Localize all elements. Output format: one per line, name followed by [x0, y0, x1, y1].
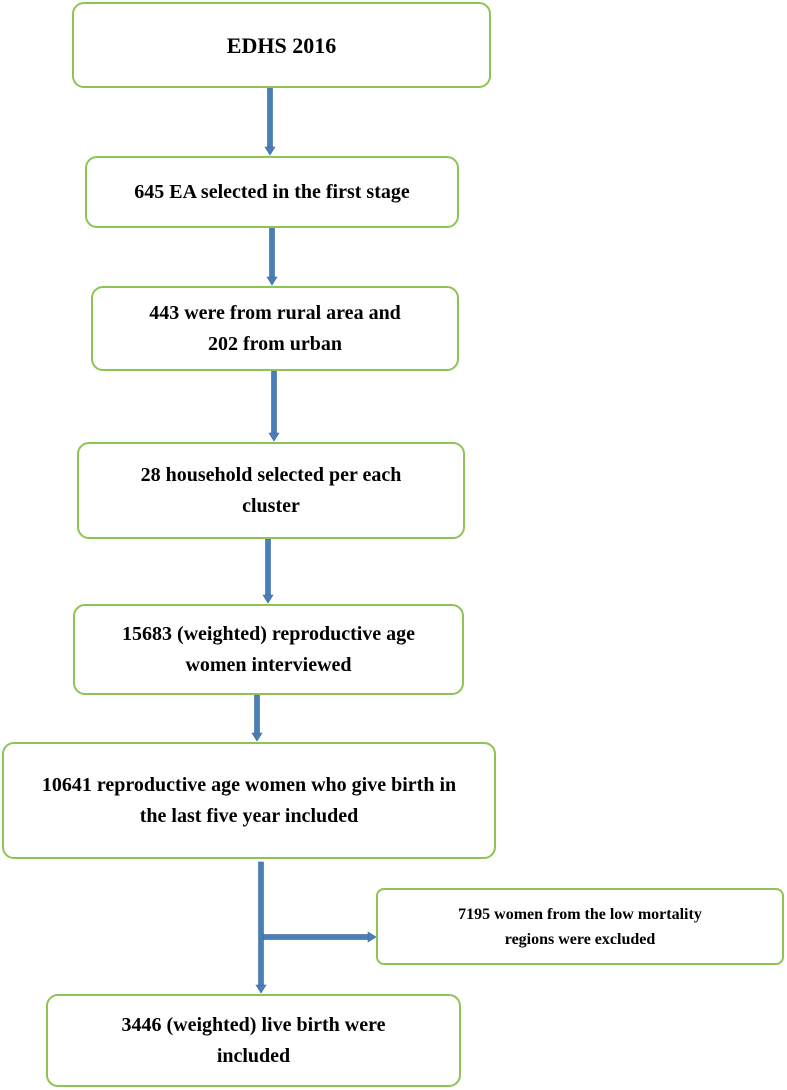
box-excluded-women-line-2: regions were excluded	[504, 930, 656, 948]
box-women-gave-birth-line-2: the last five year included	[139, 804, 359, 827]
box-household-selected: 28 household selected per each cluster	[77, 442, 465, 539]
box-ea-selected: 645 EA selected in the first stage	[85, 156, 459, 228]
box-household-selected-line-2: cluster	[242, 494, 300, 517]
box-women-interviewed-line-1: 15683 (weighted) reproductive age	[121, 622, 416, 645]
box-excluded-women: 7195 women from the low mortality region…	[376, 888, 784, 965]
box-excluded-women-line-1: 7195 women from the low mortality	[458, 905, 702, 923]
box-rural-urban: 443 were from rural area and 202 from ur…	[91, 286, 459, 371]
box-women-gave-birth-line-1: 10641 reproductive age women who give bi…	[41, 773, 457, 796]
box-rural-urban-line-2: 202 from urban	[207, 332, 343, 355]
box-women-interviewed-line-2: women interviewed	[185, 653, 352, 676]
arrow-women-to-birth	[251, 694, 263, 742]
box-live-births-included-line-2: included	[216, 1044, 291, 1067]
box-ea-selected-text: 645 EA selected in the first stage	[134, 180, 410, 203]
arrow-edhs-to-ea	[264, 87, 276, 156]
arrow-birth-to-live	[255, 861, 267, 994]
box-live-births-included-line-1: 3446 (weighted) live birth were	[121, 1013, 386, 1036]
arrow-rural-to-household	[268, 370, 280, 442]
arrow-to-excluded	[262, 931, 377, 943]
arrow-household-to-women	[262, 538, 274, 604]
box-rural-urban-line-1: 443 were from rural area and	[149, 301, 401, 324]
box-women-interviewed: 15683 (weighted) reproductive age women …	[73, 604, 464, 695]
box-edhs-2016: EDHS 2016	[72, 2, 491, 88]
box-edhs-2016-text: EDHS 2016	[226, 32, 337, 58]
box-live-births-included: 3446 (weighted) live birth were included	[46, 994, 461, 1087]
box-household-selected-line-1: 28 household selected per each	[140, 463, 402, 486]
arrow-ea-to-rural	[266, 227, 278, 286]
box-women-gave-birth: 10641 reproductive age women who give bi…	[2, 742, 496, 859]
